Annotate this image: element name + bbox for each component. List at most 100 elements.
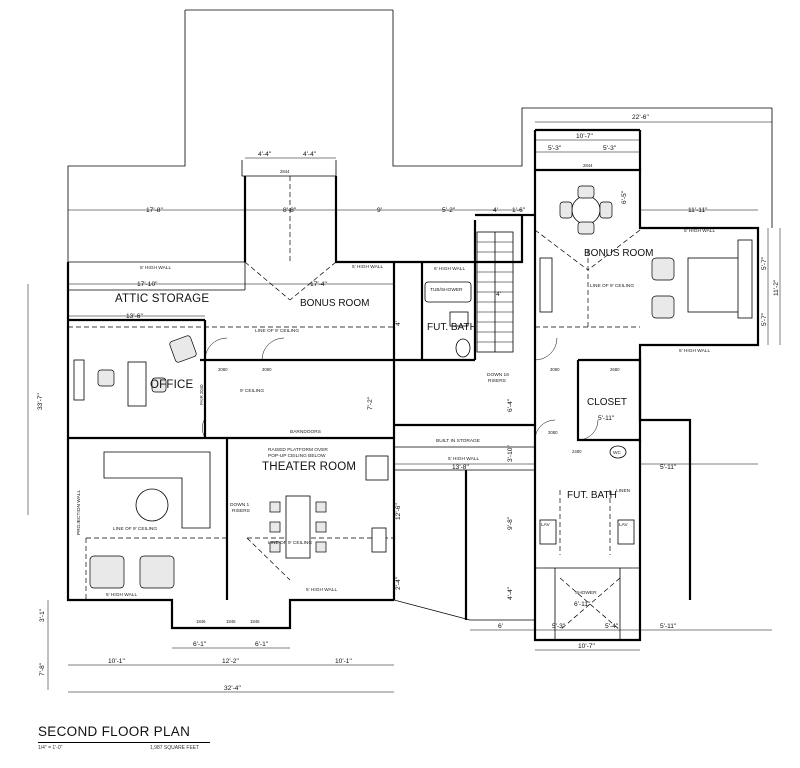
door-tag-2844-2: 2844 xyxy=(583,163,593,168)
note-line-9-ceiling-1: LINE OF 9' CEILING xyxy=(255,328,299,334)
note-5-high-wall-2: 5' HIGH WALL xyxy=(352,264,383,270)
dim-seg-10-1-a: 10'-1" xyxy=(108,658,125,665)
note-5-high-wall-1: 5' HIGH WALL xyxy=(140,265,171,271)
door-tag-3080-4: 3080 xyxy=(548,430,558,435)
dim-dormer-a: 4'-4" xyxy=(258,151,272,158)
dim-right-5-11: 5'-11" xyxy=(660,464,677,471)
dim-v-4: 4' xyxy=(395,321,402,326)
dim-bonus-win-b: 5'-3" xyxy=(603,145,617,152)
dim-right-run: 11'-11" xyxy=(688,207,708,214)
note-built-in-storage: BUILT IN STORAGE xyxy=(436,438,480,444)
note-5-high-wall-6: 5' HIGH WALL xyxy=(679,348,710,354)
room-attic-storage: ATTIC STORAGE xyxy=(115,293,209,305)
title-underline xyxy=(38,742,210,743)
door-tag-2844-1: 2844 xyxy=(280,169,290,174)
note-pop-up-ceiling: POP-UP CEILING BELOW xyxy=(268,453,326,459)
note-line-9-ceiling-3: LINE OF 9' CEILING xyxy=(268,540,312,546)
dim-v-6-4: 6'-4" xyxy=(507,398,514,412)
note-5-high-wall-5: 5' HIGH WALL xyxy=(684,228,715,234)
dim-bonus-top: 10'-7" xyxy=(576,133,593,140)
bonus-furniture xyxy=(539,185,753,319)
note-risers-2: RISERS xyxy=(232,508,250,514)
room-bonus-1: BONUS ROOM xyxy=(300,298,369,309)
dim-b-5-4: 5'-4" xyxy=(605,623,619,630)
door-tag-1846-1: 1846 xyxy=(196,619,206,624)
door-tag-1846-2: 1846 xyxy=(226,619,236,624)
dim-v-11-2: 11'-2" xyxy=(773,279,780,296)
note-9-high-wall: 5' HIGH WALL xyxy=(448,456,479,462)
dim-stair-c: 1'-6" xyxy=(512,207,526,214)
dim-left-run: 17'-8" xyxy=(146,207,163,214)
bath-fixtures xyxy=(424,281,635,545)
dim-left-height: 33'-7" xyxy=(37,393,44,410)
note-projection-wall: PROJECTION WALL xyxy=(76,490,82,535)
note-risers-1: RISERS xyxy=(488,378,506,384)
dim-b-10-7: 10'-7" xyxy=(578,643,595,650)
note-lav-2: LAV xyxy=(619,522,629,528)
dim-v-5-7-b: 5'-7" xyxy=(761,312,768,326)
dim-v-5-7-a: 5'-7" xyxy=(761,256,768,270)
sheet-scale: 1/4" = 1'-0" xyxy=(38,745,63,751)
note-line-9-ceiling-4: LINE OF 9' CEILING xyxy=(590,283,634,289)
sheet-area: 1,987 SQUARE FEET xyxy=(150,745,200,751)
dim-attic-length: 17'-10" xyxy=(137,281,158,288)
dim-bath-width: 13'-8" xyxy=(452,464,469,471)
dim-b-5-11: 5'-11" xyxy=(660,623,677,630)
door-tag-3080-2: 3080 xyxy=(262,367,272,372)
dim-v-7-2: 7'-2" xyxy=(367,396,374,410)
door-swings xyxy=(202,337,599,441)
door-tag-3080-3: 3080 xyxy=(550,367,560,372)
dim-seg-6-1-b: 6'-1" xyxy=(255,641,269,648)
stairs xyxy=(476,231,514,353)
note-lav-1: LAV xyxy=(541,522,551,528)
dim-shower-width: 6'-11" xyxy=(574,601,591,608)
note-tub-shower: TUB/SHOWER xyxy=(430,287,463,293)
note-down-16: DOWN 16 xyxy=(487,372,509,378)
note-5-high-wall-3: 5' HIGH WALL xyxy=(106,592,137,598)
dim-seg-10-1-b: 10'-1" xyxy=(335,658,352,665)
note-line-9-ceiling-2: LINE OF 9' CEILING xyxy=(113,526,157,532)
dim-stair-4: 4' xyxy=(496,291,501,298)
dim-seg-12-2: 12'-2" xyxy=(222,658,239,665)
dim-b-6: 6' xyxy=(498,623,503,630)
dim-h-3-1: 3'-1" xyxy=(39,608,46,622)
dim-bottom-total: 32'-4" xyxy=(224,685,241,692)
dim-closet-5-11: 5'-11" xyxy=(598,415,615,422)
ceiling-lines xyxy=(68,176,641,631)
note-down-1: DOWN 1 xyxy=(230,502,250,508)
dim-stair-a: 5'-2" xyxy=(442,207,456,214)
door-tag-pair-2040: PAIR 2040 xyxy=(199,384,204,405)
note-9-ceiling: 9' CEILING xyxy=(240,388,264,394)
dim-mid-run: 9' xyxy=(377,207,382,214)
note-barndoors: BARNDOORS xyxy=(290,429,321,435)
note-5-high-wall-4: 5' HIGH WALL xyxy=(306,587,337,593)
note-wc: WC xyxy=(613,450,622,456)
door-tag-2480: 2480 xyxy=(572,449,582,454)
dimension-lines xyxy=(27,121,781,693)
door-tag-1846-3: 1846 xyxy=(250,619,260,624)
dim-v-12-6: 12'-6" xyxy=(395,503,402,520)
room-office: OFFICE xyxy=(150,379,193,391)
dim-overall-top: 22'-6" xyxy=(632,114,649,121)
room-bonus-2: BONUS ROOM xyxy=(584,248,653,259)
office-furniture xyxy=(73,335,197,407)
dim-v-3-10: 3'-10" xyxy=(507,445,514,462)
note-6-high-wall: 6' HIGH WALL xyxy=(434,266,465,272)
dim-b-5-3: 5'-3" xyxy=(552,623,566,630)
door-tag-3080-1: 3080 xyxy=(218,367,228,372)
room-closet: CLOSET xyxy=(587,397,627,408)
walls xyxy=(66,128,760,642)
note-raised-platform: RAISED PLATFORM OVER xyxy=(268,447,328,453)
dim-v-9-8: 9'-8" xyxy=(507,516,514,530)
dim-dormer-b: 4'-4" xyxy=(303,151,317,158)
room-fut-bath-2: FUT. BATH xyxy=(567,490,617,501)
dim-v-4-4: 4'-4" xyxy=(507,586,514,600)
sheet-title: SECOND FLOOR PLAN xyxy=(38,724,191,739)
dim-bonus-length: 17'-4" xyxy=(310,281,327,288)
roof-outline xyxy=(67,9,773,262)
dim-bonus-win-a: 5'-3" xyxy=(548,145,562,152)
dim-h-7-8: 7'-8" xyxy=(39,662,46,676)
dim-v-2-4: 2'-4" xyxy=(395,576,402,590)
room-fut-bath-1: FUT. BATH xyxy=(427,322,477,333)
